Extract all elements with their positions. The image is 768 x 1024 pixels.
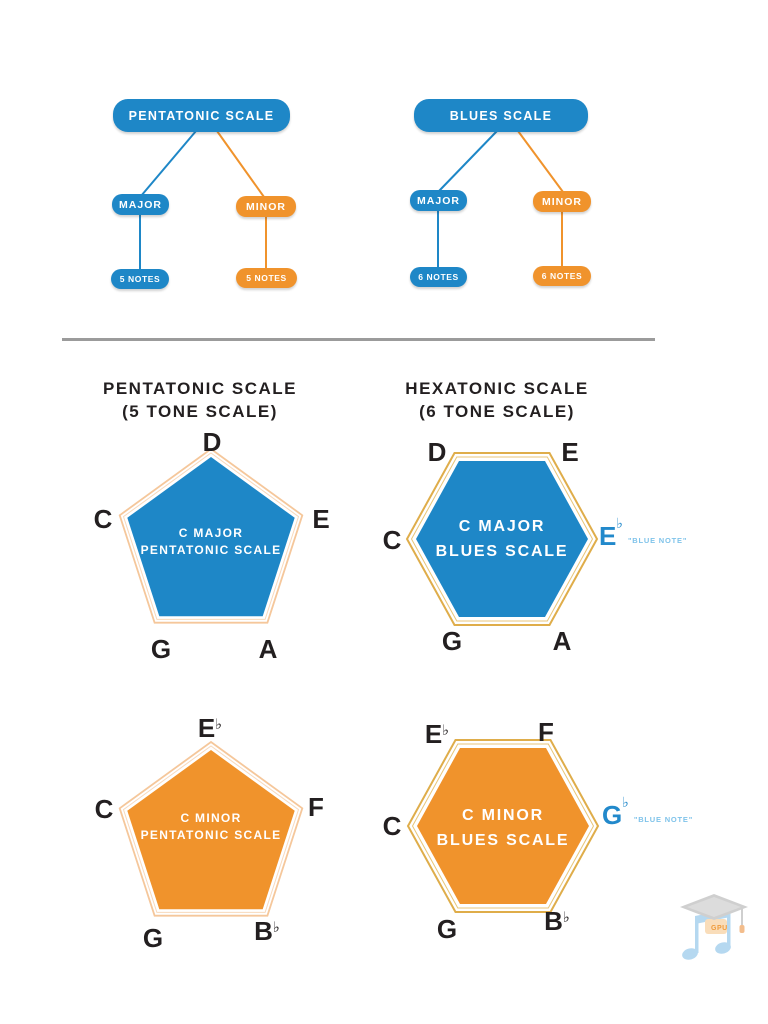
blue-note-letter: G — [602, 800, 623, 830]
flat-sign: ♭ — [616, 516, 623, 532]
hexatonic-subtitle: (6 TONE SCALE) — [419, 402, 575, 421]
note-c: C — [94, 794, 114, 824]
note-c: C — [93, 504, 113, 534]
hexagon-outline-inner — [410, 456, 594, 622]
note-a: A — [258, 634, 278, 664]
c-major-pentatonic-pentagon: C MAJOR PENTATONIC SCALE — [118, 447, 304, 624]
note-e-flat: E♭ — [197, 713, 223, 743]
connector-blues-minor — [517, 130, 564, 193]
pentagon-outline-inner — [122, 745, 300, 913]
blues-major-notes-node: 6 NOTES — [410, 267, 467, 287]
note-f: F — [538, 717, 554, 747]
shape-title-line1: C MINOR — [180, 811, 241, 825]
pentatonic-subtitle: (5 TONE SCALE) — [122, 402, 278, 421]
pentatonic-scale-root: PENTATONIC SCALE — [113, 99, 290, 132]
pentatonic-minor-node: MINOR — [236, 196, 296, 217]
note-g: G — [436, 914, 458, 944]
shape-title-line1: C MAJOR — [459, 518, 545, 535]
shape-title-line2: PENTATONIC SCALE — [141, 543, 282, 557]
shape-title-line2: BLUES SCALE — [437, 832, 570, 849]
hexatonic-title: HEXATONIC SCALE — [405, 379, 589, 398]
connector-pentatonic-minor — [216, 130, 265, 198]
hexagon-outline-outer — [405, 452, 599, 626]
music-graduation-cap-logo-icon — [680, 894, 748, 960]
note-stem-right — [727, 910, 731, 947]
note-f: F — [308, 792, 324, 822]
pentatonic-major-notes-node: 5 NOTES — [111, 269, 169, 289]
note-e: E — [561, 437, 579, 467]
note-g: G — [441, 626, 463, 656]
blue-note-caption: "BLUE NOTE" — [627, 536, 688, 545]
note-c: C — [382, 811, 402, 841]
tassel-end — [739, 925, 745, 933]
pentagon-outline-outer — [118, 447, 304, 624]
note-g: G — [142, 923, 164, 953]
logo-text: GPU — [711, 925, 728, 932]
blues-major-node: MAJOR — [410, 190, 467, 211]
note-stem-left — [695, 916, 699, 953]
c-minor-pentatonic-pentagon: C MINOR PENTATONIC SCALE — [118, 740, 304, 917]
note-d: D — [427, 437, 447, 467]
blues-minor-notes-node: 6 NOTES — [533, 266, 591, 286]
shape-title-line2: BLUES SCALE — [436, 543, 569, 560]
hexagon-fill — [417, 748, 589, 904]
connector-pentatonic-major — [140, 130, 197, 197]
note-a: A — [552, 626, 572, 656]
blues-minor-node: MINOR — [533, 191, 591, 212]
pentagon-outline-outer — [118, 740, 304, 917]
note-e: E — [312, 504, 330, 534]
pentatonic-minor-notes-node: 5 NOTES — [236, 268, 297, 288]
note-b-flat: B♭ — [254, 916, 280, 946]
blue-note-e-flat: E♭ "BLUE NOTE" — [599, 516, 688, 551]
pentagon-outline-inner — [122, 452, 300, 620]
note-head-left — [682, 948, 698, 960]
pentagon-fill — [127, 750, 295, 910]
c-minor-blues-hexagon: C MINOR BLUES SCALE — [406, 739, 600, 913]
section-divider — [62, 338, 655, 341]
note-g: G — [150, 634, 172, 664]
note-c: C — [382, 525, 402, 555]
pentagon-fill — [127, 457, 295, 617]
note-b-flat: B♭ — [544, 906, 570, 936]
mortarboard-top — [687, 897, 741, 917]
shape-title-line2: PENTATONIC SCALE — [141, 828, 282, 842]
blue-note-letter: E — [599, 521, 617, 551]
note-head-right — [715, 942, 731, 954]
logo-badge — [705, 919, 727, 934]
hexagon-outline-outer — [406, 739, 600, 913]
flat-sign: ♭ — [622, 795, 629, 811]
hexagon-outline-inner — [411, 743, 595, 909]
blue-note-g-flat: G♭ "BLUE NOTE" — [602, 795, 694, 830]
pentatonic-major-node: MAJOR — [112, 194, 169, 215]
blue-note-caption: "BLUE NOTE" — [633, 815, 694, 824]
connector-blues-major — [438, 130, 498, 192]
hexatonic-section-header: HEXATONIC SCALE (6 TONE SCALE) — [387, 377, 607, 423]
pentatonic-section-header: PENTATONIC SCALE (5 TONE SCALE) — [90, 377, 310, 423]
pentatonic-title: PENTATONIC SCALE — [102, 379, 297, 398]
shape-title-line1: C MINOR — [462, 807, 544, 824]
note-d: D — [202, 427, 222, 457]
c-major-blues-hexagon: C MAJOR BLUES SCALE — [405, 452, 599, 626]
note-e-flat: E♭ — [424, 719, 450, 749]
blues-scale-root: BLUES SCALE — [414, 99, 588, 132]
shape-title-line1: C MAJOR — [179, 526, 243, 540]
hexagon-fill — [416, 461, 588, 617]
